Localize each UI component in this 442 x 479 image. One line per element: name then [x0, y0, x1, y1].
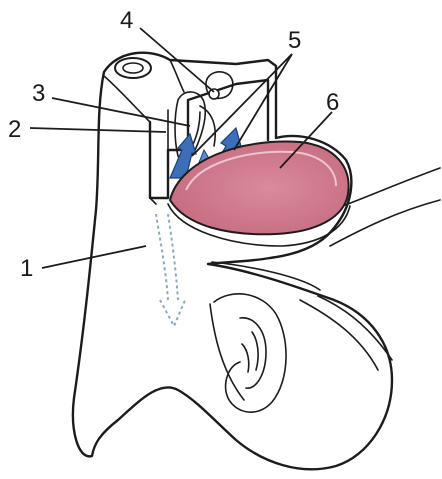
top-oval	[115, 58, 151, 78]
label-2: 2	[8, 116, 21, 143]
label-1: 1	[20, 255, 33, 282]
label-3: 3	[32, 80, 45, 107]
label-4: 4	[120, 7, 133, 34]
dotted-arrow	[156, 214, 186, 326]
inner-spiral	[210, 262, 392, 412]
leader-4	[140, 28, 214, 92]
label-6: 6	[326, 89, 339, 116]
leader-1	[42, 246, 146, 268]
label-5: 5	[288, 27, 301, 54]
leader-3	[52, 98, 190, 126]
membrane	[168, 142, 350, 246]
